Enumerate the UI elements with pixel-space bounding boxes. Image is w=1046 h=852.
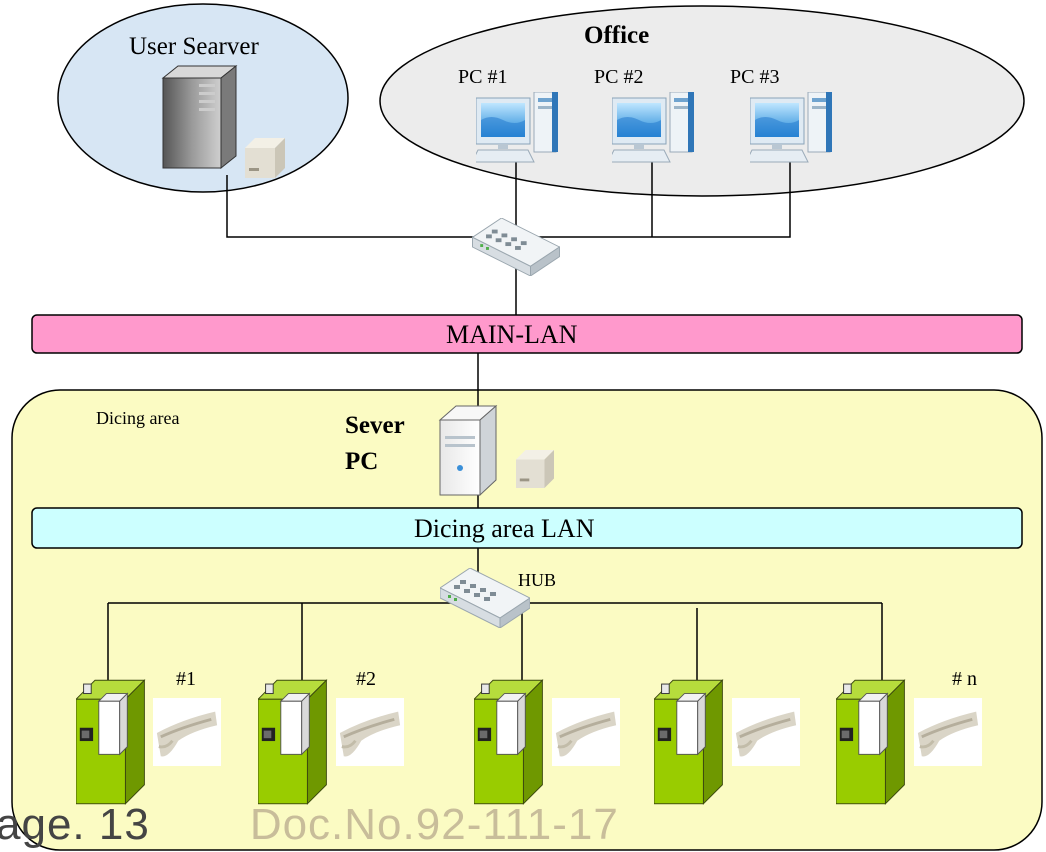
- barcode-scanner-icon: [336, 698, 404, 766]
- dicing-lan-label: Dicing area LAN: [414, 514, 595, 543]
- desktop-pc-icon: [750, 92, 833, 163]
- desktop-pc-icon: [612, 92, 695, 163]
- page-number: age. 13: [0, 800, 150, 849]
- network-hub-icon: [472, 218, 560, 276]
- dicing-area-title: Dicing area: [96, 408, 180, 428]
- document-number: Doc.No.92-111-17: [249, 800, 619, 849]
- server-pc-label-line2: PC: [345, 448, 379, 475]
- machine-label: #2: [356, 668, 376, 690]
- machine-label: # n: [952, 668, 977, 690]
- server-tower-icon: [161, 64, 238, 170]
- pc-label: PC #1: [458, 66, 508, 88]
- dicing-machine-icon: [474, 679, 543, 805]
- barcode-scanner-icon: [914, 698, 982, 766]
- ups-icon: [516, 450, 554, 488]
- dicing-machine-icon: [836, 679, 905, 805]
- user-server-title: User Searver: [129, 33, 259, 60]
- dicing-machine-icon: [654, 679, 723, 805]
- barcode-scanner-icon: [732, 698, 800, 766]
- pc-label: PC #2: [594, 66, 644, 88]
- server-tower-icon: [438, 404, 498, 497]
- footer: age. 13 Doc.No.92-111-17: [0, 800, 1042, 850]
- desktop-pc-icon: [476, 92, 559, 163]
- ups-icon: [245, 138, 285, 178]
- main-lan-bar: [31, 314, 1023, 354]
- dicing-machine-icon: [258, 679, 327, 805]
- office-title: Office: [584, 22, 650, 49]
- pc-label: PC #3: [730, 66, 780, 88]
- barcode-scanner-icon: [153, 698, 221, 766]
- barcode-scanner-icon: [552, 698, 620, 766]
- hub-label: HUB: [518, 570, 557, 590]
- server-pc-label-line1: Sever: [345, 412, 405, 439]
- machine-label: #1: [176, 668, 196, 690]
- main-lan-label: MAIN-LAN: [446, 320, 578, 349]
- dicing-machine-icon: [76, 679, 145, 805]
- dicing-lan-bar: [31, 507, 1023, 549]
